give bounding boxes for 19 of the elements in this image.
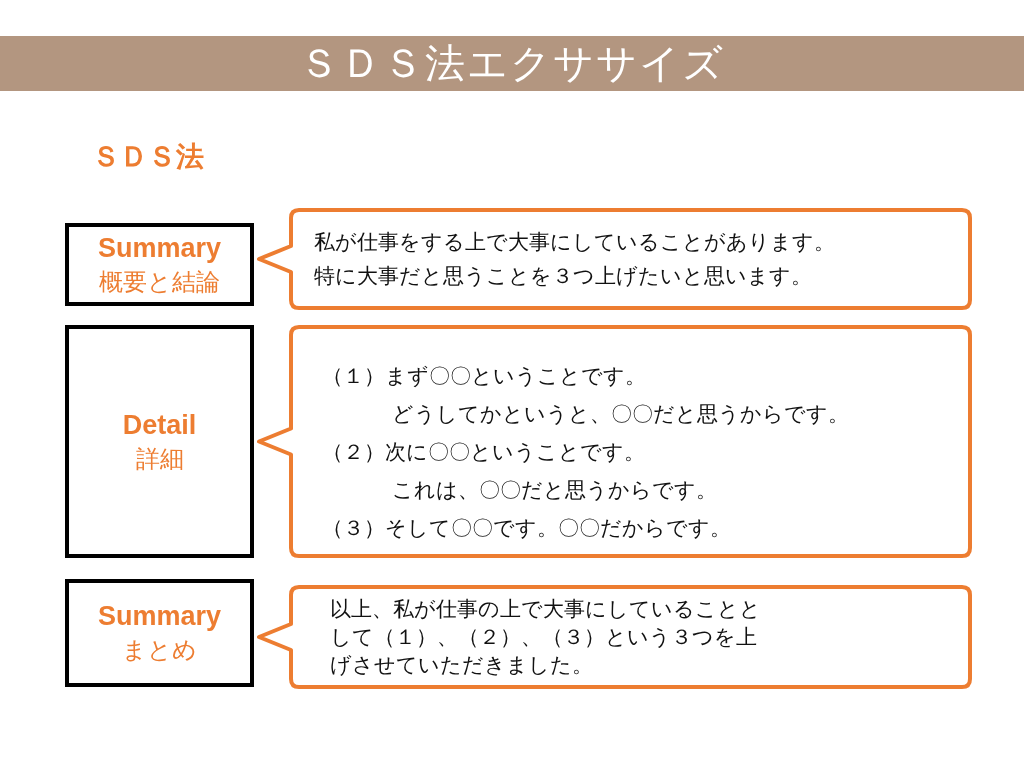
bubble-text: これは、〇〇だと思うからです。 [392,477,717,504]
box-title: Summary [97,600,222,633]
box-title: Summary [97,231,222,265]
bubble-text: 以上、私が仕事の上で大事にしていることとして（１）、（２）、（３）という３つを上げさせていただきました。 [330,596,762,679]
box-title: Detail [122,408,197,442]
box-subtitle: まとめ [122,635,197,666]
box-subtitle: 詳細 [135,443,184,475]
box-subtitle: 概要と結論 [99,266,220,298]
bubble-text: 特に大事だと思うことを３つ上げたいと思います。 [314,263,812,290]
bubble-text: （２）次に〇〇ということです。 [322,439,645,466]
title-text: ＳＤＳ法エクササイズ [298,39,726,88]
bubble-text: 私が仕事をする上で大事にしていることがあります。 [314,229,835,256]
bubble-text: どうしてかというと、〇〇だと思うからです。 [392,401,849,428]
bubble-text: （３）そして〇〇です。〇〇だからです。 [322,515,731,542]
label-box [65,579,254,687]
label-box [65,325,254,558]
bubble-text: （１）まず〇〇ということです。 [322,363,646,390]
section-heading: ＳＤＳ法 [92,139,204,175]
label-box [65,223,254,306]
